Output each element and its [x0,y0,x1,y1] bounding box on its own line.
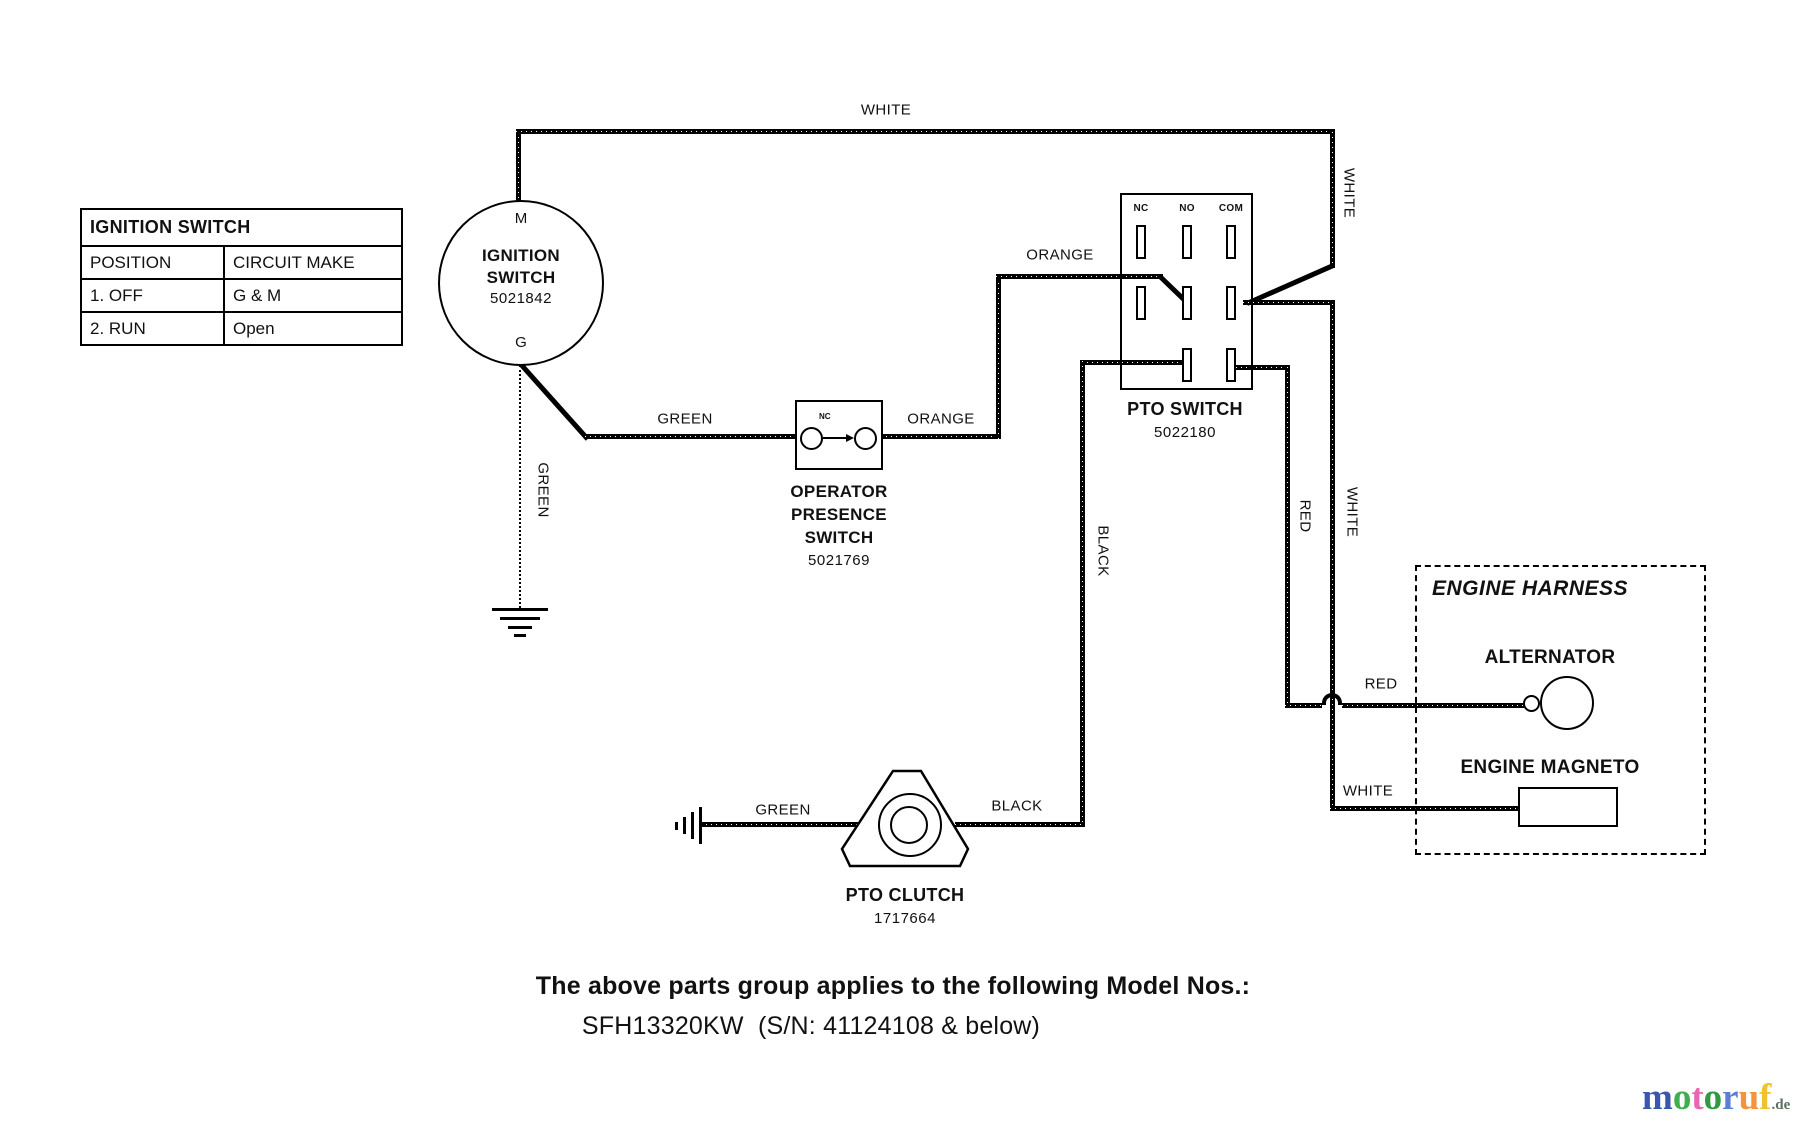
wire-red-crossover [1322,693,1342,705]
pto-pin [1136,286,1146,320]
engine-harness-title: ENGINE HARNESS [1432,577,1629,600]
pto-clutch-part: 1717664 [874,910,936,927]
logo-letter: f [1759,1077,1772,1118]
cell-circuit-off: G & M [233,286,282,305]
wire-red-vertical [1285,365,1290,708]
logo-letter: o [1703,1077,1723,1118]
table-row: 2. RUN Open [82,311,401,344]
ignition-switch-name-1: IGNITION [482,246,560,265]
wire-green-ground-lead [519,365,521,608]
ignition-switch-name-2: SWITCH [486,268,556,287]
alternator-label: ALTERNATOR [1484,647,1616,668]
wire-label-red-horizontal: RED [1362,675,1400,693]
table-title: IGNITION SWITCH [90,217,251,237]
pto-pin [1226,225,1236,259]
logo-letter: r [1722,1077,1739,1118]
contact-circle-left [800,427,823,450]
wire-label-orange-top: ORANGE [1024,246,1096,264]
alternator-symbol [1540,676,1594,730]
wire-white-ignition-up [516,131,521,203]
ignition-switch-symbol: M IGNITION SWITCH 5021842 G [438,200,604,366]
pto-switch-part: 5022180 [1154,424,1216,441]
wire-red-bottom-row [1236,365,1289,370]
cell-circuit-run: Open [233,319,275,338]
ignition-switch-part: 5021842 [490,290,552,307]
cell-position-run: 2. RUN [82,313,225,344]
logo-letter: m [1642,1077,1673,1118]
ops-name-1: OPERATOR [790,482,888,501]
ops-part: 5021769 [808,552,870,569]
pto-pin [1136,225,1146,259]
pto-pin [1182,225,1192,259]
wire-white-to-magneto [1330,806,1520,811]
wire-red-horizontal-left [1285,703,1322,708]
contact-circle-right [854,427,877,450]
wire-orange-vertical [996,274,1001,439]
wire-label-black-vertical: BLACK [1094,523,1112,579]
pto-switch-name: PTO SWITCH [1127,399,1243,419]
wire-label-orange-switch: ORANGE [905,410,977,428]
engine-harness-box [1415,565,1706,855]
pto-pin [1226,286,1236,320]
wire-label-white-right-upper: WHITE [1340,165,1358,221]
motoruf-logo: motoruf.de [1642,1078,1790,1122]
wire-black-bottom-row [1082,360,1185,365]
pto-clutch-name: PTO CLUTCH [845,885,965,905]
ignition-switch-table: IGNITION SWITCH POSITION CIRCUIT MAKE 1.… [80,208,403,346]
contact-link-line [823,437,851,439]
arrow-icon [846,434,854,442]
wire-orange-top [996,274,1163,279]
operator-presence-switch-label: OPERATOR PRESENCE SWITCH 5021769 [790,480,887,572]
wire-white-com-right [1243,300,1335,305]
footer-line-2: SFH13320KW (S/N: 41124108 & below) [581,1012,1041,1040]
col-header-position: POSITION [82,247,225,278]
wire-label-white-right-mid: WHITE [1343,484,1361,540]
contact-nc-label: NC [819,412,831,421]
logo-suffix: .de [1771,1097,1791,1113]
alternator-connector [1523,695,1540,712]
wire-orange-from-switch [876,434,1000,439]
wire-black-to-clutch [955,822,1085,827]
pto-switch-label: PTO SWITCH 5022180 [1127,398,1243,444]
col-header-circuit-make: CIRCUIT MAKE [233,253,355,272]
wire-label-white-magneto: WHITE [1340,782,1396,800]
wire-white-top [516,129,1335,134]
logo-letter: u [1738,1077,1760,1118]
operator-presence-switch-symbol: NC [795,400,883,470]
wire-white-right-mid [1330,300,1335,810]
wire-black-vertical [1080,360,1085,827]
pto-terminal-no: NO [1179,203,1195,214]
wire-green-horizontal [585,434,800,439]
logo-letter: t [1691,1077,1704,1118]
terminal-m: M [514,210,528,227]
ops-name-3: SWITCH [804,528,874,547]
wire-red-horizontal-right [1342,703,1530,708]
engine-magneto-symbol [1518,787,1618,827]
pto-switch-symbol [1120,193,1253,390]
footer-line-1: The above parts group applies to the fol… [535,972,1251,1000]
pto-terminal-com: COM [1218,203,1244,214]
wire-label-green-ignition: GREEN [655,410,715,428]
cell-position-off: 1. OFF [82,280,225,311]
wire-label-black-clutch: BLACK [989,797,1045,815]
wire-label-green-vertical: GREEN [534,460,552,520]
wire-green-clutch-ground [701,822,861,827]
pto-clutch-label: PTO CLUTCH 1717664 [846,884,965,930]
wire-label-green-clutch: GREEN [753,801,813,819]
wire-label-white-top: WHITE [858,101,914,119]
pto-clutch-symbol [840,769,970,868]
engine-magneto-label: ENGINE MAGNETO [1460,757,1640,778]
motoruf-logo-letters: motoruf [1642,1077,1772,1118]
logo-letter: o [1672,1077,1692,1118]
table-row: 1. OFF G & M [82,278,401,311]
wire-label-red-vertical: RED [1296,497,1314,535]
wire-white-right-upper [1330,129,1335,268]
pto-terminal-nc: NC [1133,203,1149,214]
pto-pin [1182,286,1192,320]
ops-name-2: PRESENCE [791,505,887,524]
pto-pin [1226,348,1236,382]
terminal-g: G [515,334,527,351]
pto-pin [1182,348,1192,382]
wire-green-diagonal [519,362,590,441]
